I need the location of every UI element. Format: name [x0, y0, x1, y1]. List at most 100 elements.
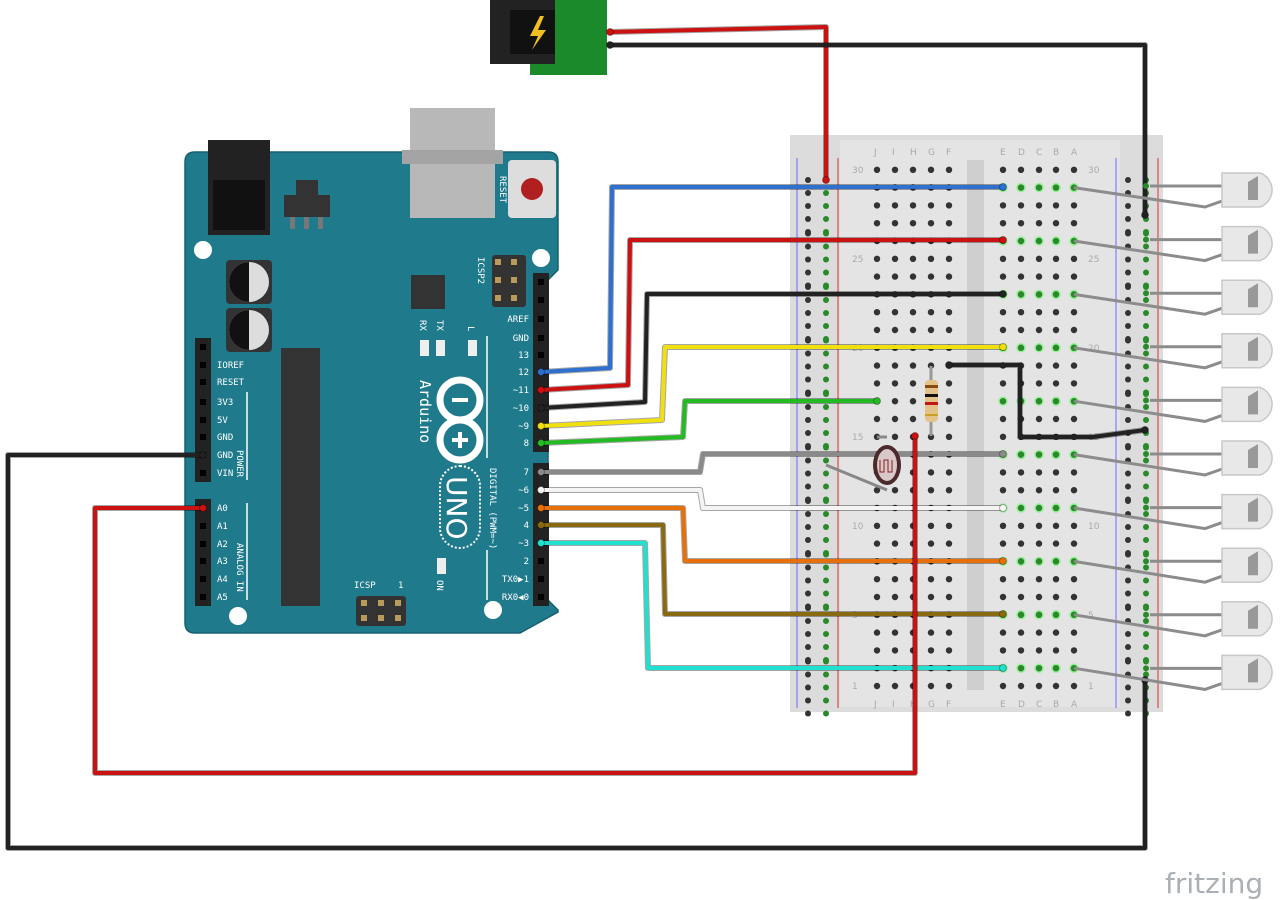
rail-hole[interactable]	[1143, 658, 1149, 665]
rail-hole[interactable]	[1143, 391, 1149, 397]
breadboard-hole[interactable]	[999, 647, 1007, 654]
breadboard-hole[interactable]	[1017, 273, 1025, 280]
breadboard-hole[interactable]	[945, 326, 953, 334]
breadboard-hole[interactable]	[891, 593, 899, 601]
rail-hole[interactable]	[1143, 417, 1149, 423]
rail-hole[interactable]	[1143, 631, 1149, 637]
rail-hole[interactable]	[1143, 457, 1149, 464]
rail-hole[interactable]	[1125, 417, 1131, 423]
rail-hole[interactable]	[1143, 269, 1149, 276]
header-pin[interactable]	[200, 344, 206, 350]
rail-hole[interactable]	[805, 297, 811, 303]
breadboard-hole[interactable]	[1017, 255, 1025, 262]
breadboard-hole[interactable]	[1035, 487, 1043, 494]
breadboard-hole[interactable]	[1070, 415, 1078, 423]
breadboard-hole[interactable]	[1035, 629, 1043, 636]
rail-hole[interactable]	[823, 230, 829, 237]
breadboard-hole[interactable]	[1070, 487, 1078, 494]
rail-hole[interactable]	[1125, 323, 1131, 329]
breadboard-hole[interactable]	[945, 166, 953, 173]
breadboard-hole[interactable]	[1070, 469, 1078, 476]
breadboard-hole[interactable]	[909, 202, 917, 209]
rail-hole[interactable]	[1125, 644, 1131, 650]
rail-hole[interactable]	[823, 697, 829, 704]
rail-hole[interactable]	[805, 644, 811, 650]
breadboard-hole[interactable]	[927, 166, 935, 173]
breadboard-hole[interactable]	[1052, 380, 1060, 387]
breadboard-hole[interactable]	[1035, 540, 1043, 547]
breadboard-hole[interactable]	[1070, 362, 1078, 369]
rail-hole[interactable]	[1125, 363, 1131, 370]
rail-hole[interactable]	[805, 658, 811, 665]
rail-hole[interactable]	[823, 363, 829, 370]
breadboard-hole[interactable]	[873, 380, 881, 387]
rail-hole[interactable]	[823, 391, 829, 397]
rail-hole[interactable]	[823, 216, 829, 222]
rail-hole[interactable]	[1143, 243, 1149, 250]
breadboard-hole[interactable]	[909, 380, 917, 387]
breadboard-hole[interactable]	[1070, 576, 1078, 583]
breadboard-hole[interactable]	[927, 220, 935, 227]
rail-hole[interactable]	[1143, 284, 1149, 290]
rail-hole[interactable]	[1125, 177, 1131, 183]
rail-hole[interactable]	[1143, 310, 1149, 316]
rail-hole[interactable]	[1143, 297, 1149, 303]
breadboard-hole[interactable]	[1052, 220, 1060, 227]
rail-hole[interactable]	[1143, 350, 1149, 357]
breadboard-hole[interactable]	[1035, 202, 1043, 209]
breadboard-hole[interactable]	[999, 540, 1007, 547]
rail-hole[interactable]	[805, 350, 811, 357]
breadboard-hole[interactable]	[1035, 469, 1043, 476]
breadboard-hole[interactable]	[873, 576, 881, 583]
breadboard-hole[interactable]	[1017, 487, 1025, 494]
breadboard-hole[interactable]	[927, 273, 935, 280]
rail-hole[interactable]	[823, 577, 829, 584]
rail-hole[interactable]	[823, 323, 829, 329]
rail-hole[interactable]	[1125, 337, 1131, 344]
breadboard-hole[interactable]	[873, 309, 881, 316]
breadboard-hole[interactable]	[945, 593, 953, 601]
breadboard-hole[interactable]	[1035, 576, 1043, 583]
header-pin[interactable]	[538, 558, 544, 564]
rail-hole[interactable]	[805, 605, 811, 611]
rail-hole[interactable]	[823, 618, 829, 624]
rail-hole[interactable]	[823, 511, 829, 517]
breadboard-hole[interactable]	[1052, 682, 1060, 690]
rail-hole[interactable]	[1143, 404, 1149, 410]
rail-hole[interactable]	[1143, 323, 1149, 329]
breadboard-hole[interactable]	[927, 682, 935, 690]
header-pin[interactable]	[200, 594, 206, 600]
breadboard-hole[interactable]	[891, 433, 899, 440]
breadboard-hole[interactable]	[927, 629, 935, 636]
breadboard-hole[interactable]	[1070, 593, 1078, 601]
header-pin[interactable]	[200, 399, 206, 405]
breadboard-hole[interactable]	[1017, 593, 1025, 601]
breadboard-hole[interactable]	[1052, 469, 1060, 476]
rail-hole[interactable]	[1143, 376, 1149, 383]
breadboard-hole[interactable]	[927, 647, 935, 654]
breadboard-hole[interactable]	[1070, 255, 1078, 262]
breadboard-hole[interactable]	[1070, 202, 1078, 209]
rail-hole[interactable]	[805, 284, 811, 290]
rail-hole[interactable]	[823, 658, 829, 665]
rail-hole[interactable]	[805, 230, 811, 237]
rail-hole[interactable]	[823, 350, 829, 357]
breadboard-hole[interactable]	[891, 682, 899, 690]
breadboard-hole[interactable]	[999, 166, 1007, 173]
breadboard-hole[interactable]	[999, 682, 1007, 690]
rail-hole[interactable]	[805, 404, 811, 410]
breadboard-hole[interactable]	[1017, 202, 1025, 209]
breadboard-hole[interactable]	[891, 647, 899, 654]
breadboard-hole[interactable]	[927, 469, 935, 476]
rail-hole[interactable]	[1143, 524, 1149, 530]
breadboard-hole[interactable]	[1052, 326, 1060, 334]
rail-hole[interactable]	[823, 684, 829, 691]
rail-hole[interactable]	[823, 404, 829, 410]
rail-hole[interactable]	[805, 710, 811, 717]
rail-hole[interactable]	[823, 710, 829, 717]
header-pin[interactable]	[200, 576, 206, 582]
breadboard-hole[interactable]	[927, 487, 935, 494]
header-pin[interactable]	[538, 279, 544, 285]
breadboard-hole[interactable]	[1052, 273, 1060, 280]
breadboard-hole[interactable]	[1052, 487, 1060, 494]
